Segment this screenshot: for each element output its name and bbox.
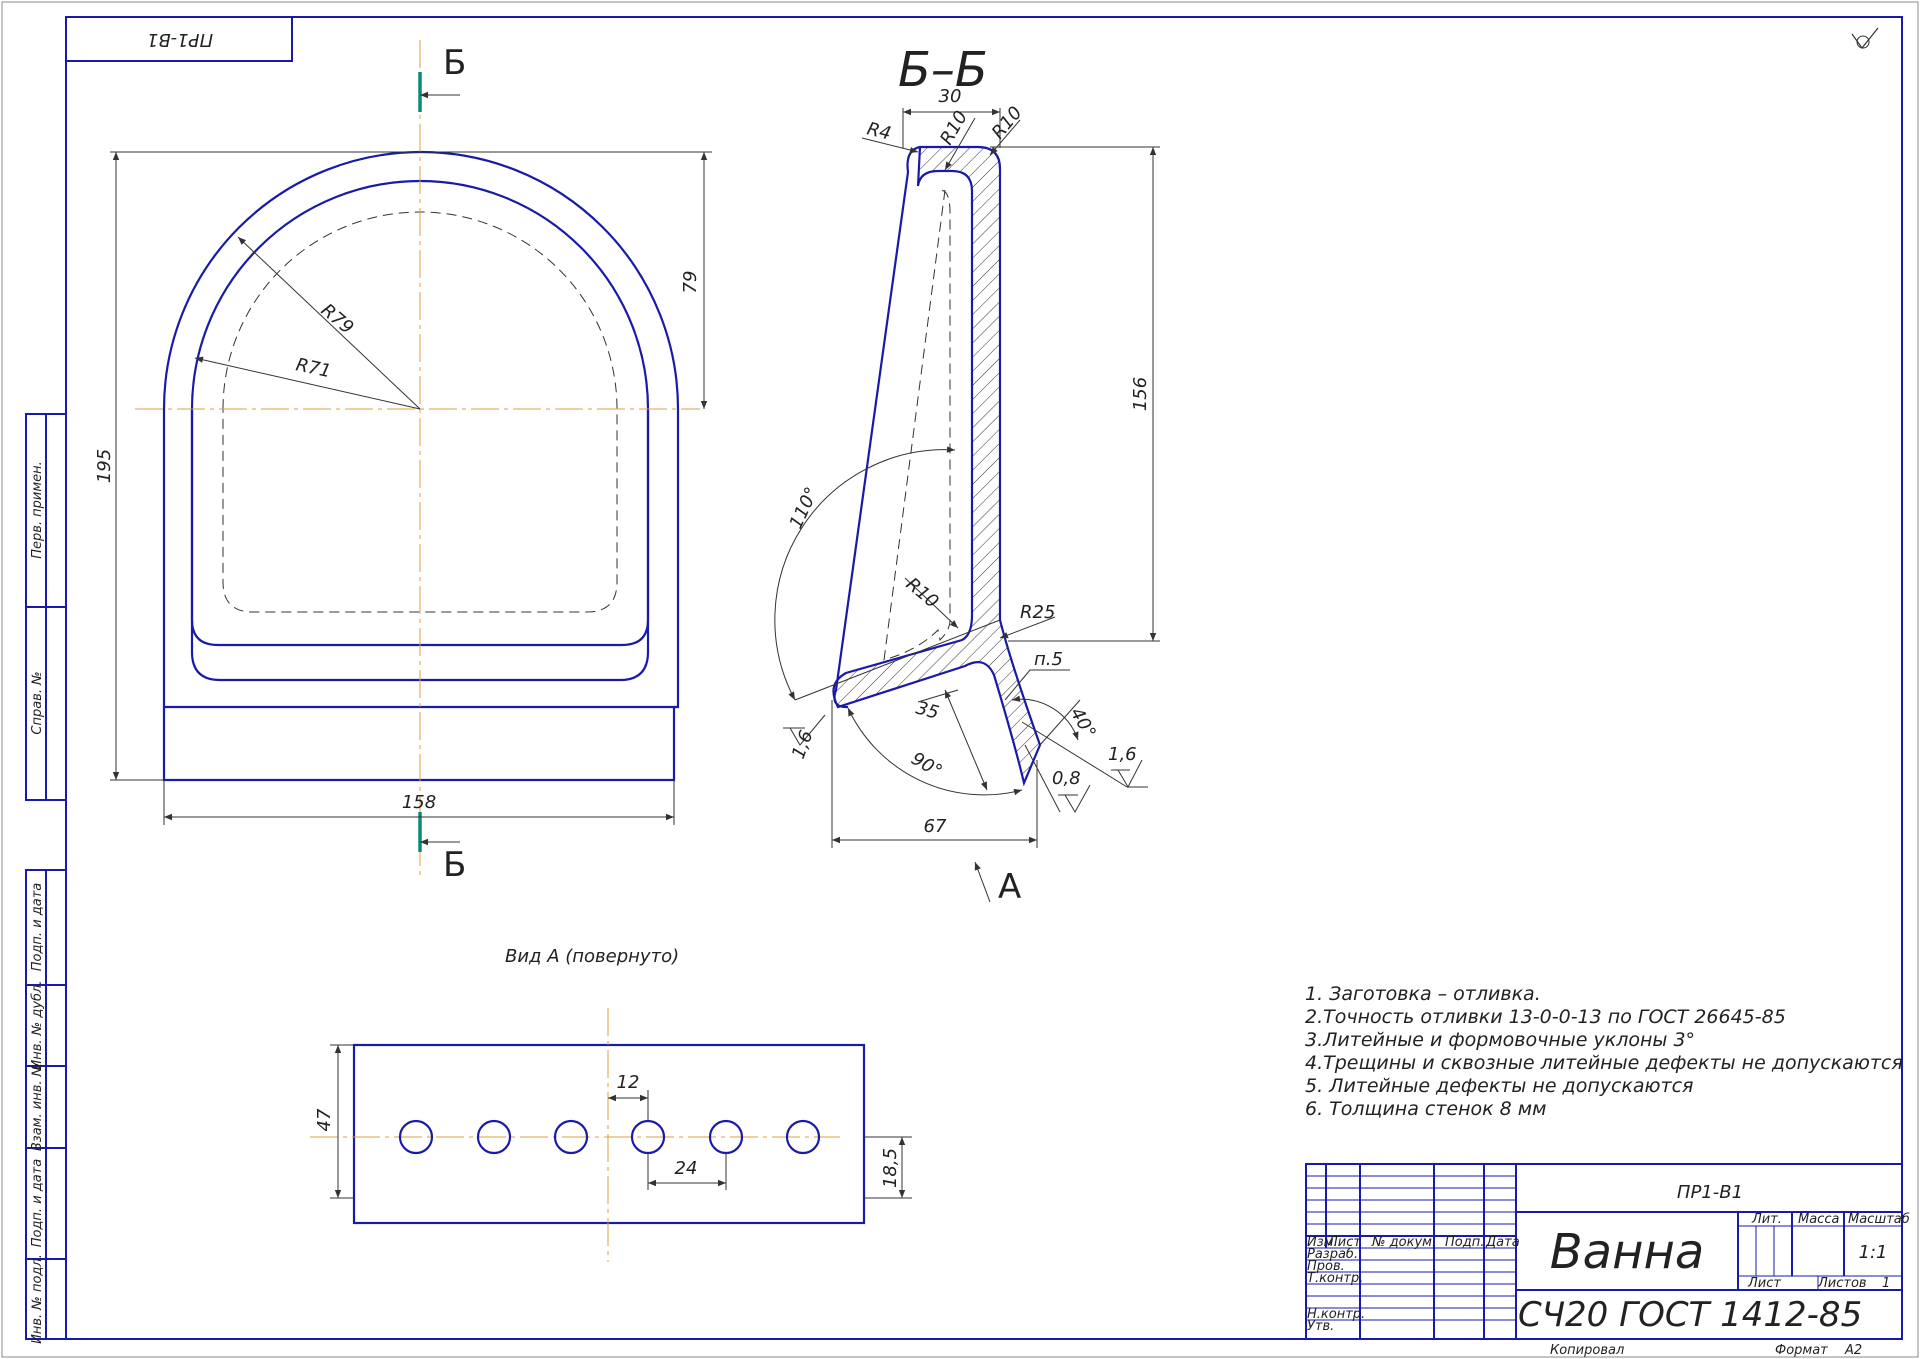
- stamp-inv-orig: Инв. № подл.: [30, 1254, 45, 1344]
- mass-label: Масса: [1798, 1212, 1839, 1227]
- note-6: 6. Толщина стенок 8 мм: [1305, 1098, 1546, 1120]
- dim-w30: 30: [939, 86, 962, 107]
- format-value: A2: [1844, 1343, 1862, 1358]
- part-name: Ванна: [1550, 1224, 1705, 1280]
- roughness-1-6-right: 1,6: [1108, 744, 1137, 765]
- corner-designation-text: ПР1-В1: [147, 29, 213, 50]
- corner-designation: ПР1-В1: [65, 16, 293, 62]
- technical-notes: 1. Заготовка – отливка. 2.Точность отлив…: [1305, 983, 1903, 1120]
- sheets-label: Листов: [1817, 1276, 1867, 1291]
- dim-r25: R25: [1020, 602, 1055, 623]
- dim-d18-5: 18,5: [880, 1148, 901, 1188]
- dim-r10-c: R10: [902, 574, 943, 613]
- lit-label: Лит.: [1751, 1212, 1782, 1227]
- format-label: Формат: [1775, 1343, 1828, 1358]
- scale-label: Масштаб: [1848, 1212, 1910, 1227]
- dim-r10-a: R10: [936, 107, 972, 148]
- section-hatch: [832, 145, 1042, 787]
- view-arrow-label: А: [998, 867, 1021, 907]
- view-a-title: Вид А (повернуто): [505, 946, 679, 967]
- note-5: 5. Литейные дефекты не допускаются: [1305, 1075, 1694, 1097]
- roughness-symbol-right: [1111, 759, 1143, 789]
- sheet-label: Лист: [1747, 1276, 1781, 1291]
- roughness-0-8: 0,8: [1052, 768, 1081, 789]
- section-title: Б–Б: [898, 42, 988, 98]
- col-sign: Подп.: [1445, 1235, 1484, 1250]
- row-checked: Пров.: [1307, 1259, 1345, 1274]
- stamp-sign-date-2: Подп. и дата: [30, 1159, 45, 1248]
- dim-h156: 156: [1130, 377, 1151, 411]
- front-view: Б Б R79 R71 79 195 158: [94, 40, 712, 885]
- roughness-symbol-left: [783, 714, 826, 746]
- hole: [553, 1119, 589, 1155]
- sheets-value: 1: [1882, 1276, 1890, 1291]
- stamp-sign-date-1: Подп. и дата: [30, 883, 45, 972]
- section-view: Б–Б 30 R4 R10 R10 R10 R25 156 110° 35: [774, 42, 1160, 907]
- cut-mark-top: Б: [443, 43, 466, 83]
- note-2: 2.Точность отливки 13-0-0-13 по ГОСТ 266…: [1305, 1006, 1786, 1028]
- row-norm-control: Н.контр.: [1307, 1307, 1365, 1322]
- note-ref-p5: п.5: [1034, 649, 1063, 670]
- title-block: Изм. Лист № докум. Подп. Дата Разраб. Пр…: [1305, 1163, 1910, 1358]
- col-list: Лист: [1327, 1235, 1361, 1250]
- stamp-inv-dup: Инв. № дубл.: [30, 981, 45, 1070]
- stamp-first-use: Перв. примен.: [30, 461, 45, 559]
- dim-d35: 35: [914, 698, 942, 724]
- note-1: 1. Заготовка – отливка.: [1305, 983, 1541, 1005]
- hole: [398, 1119, 434, 1155]
- dim-a110: 110°: [785, 484, 822, 532]
- dim-h47: 47: [314, 1108, 335, 1131]
- stamp-ref-no: Справ. №: [30, 671, 45, 734]
- row-approved: Утв.: [1307, 1319, 1334, 1334]
- side-stamps: Перв. примен. Справ. № Подп. и дата Инв.…: [25, 413, 67, 1344]
- dim-w158: 158: [402, 792, 436, 813]
- dim-d24: 24: [675, 1158, 698, 1179]
- col-izm: Изм.: [1307, 1235, 1338, 1250]
- dim-d67: 67: [924, 816, 947, 837]
- dim-r4: R4: [865, 118, 893, 144]
- view-a: Вид А (повернуто) 47 12 24 18,5: [310, 946, 912, 1262]
- row-developed: Разраб.: [1307, 1247, 1358, 1262]
- stamp-replace-inv: Взам. инв. №: [30, 1063, 45, 1151]
- dim-h195: 195: [94, 449, 115, 483]
- dim-d12: 12: [617, 1072, 640, 1093]
- copied-label: Копировал: [1550, 1343, 1624, 1358]
- note-3: 3.Литейные и формовочные уклоны 3°: [1305, 1029, 1695, 1051]
- hole: [785, 1119, 821, 1155]
- roughness-symbol-mid: [1058, 784, 1091, 814]
- material: СЧ20 ГОСТ 1412-85: [1518, 1295, 1862, 1335]
- scale-value: 1:1: [1859, 1242, 1888, 1263]
- col-doc: № докум.: [1371, 1235, 1436, 1250]
- dim-r79: R79: [317, 300, 358, 339]
- hole: [476, 1119, 512, 1155]
- dim-h79: 79: [680, 271, 701, 294]
- col-date: Дата: [1485, 1235, 1520, 1250]
- dim-r71: R71: [294, 354, 333, 382]
- dim-r10-b: R10: [988, 103, 1027, 144]
- designation: ПР1-В1: [1677, 1182, 1743, 1203]
- cut-mark-bottom: Б: [443, 845, 466, 885]
- row-tech-control: Т.контр.: [1307, 1271, 1363, 1286]
- note-4: 4.Трещины и сквозные литейные дефекты не…: [1305, 1052, 1903, 1074]
- check-mark-icon: [1851, 27, 1879, 49]
